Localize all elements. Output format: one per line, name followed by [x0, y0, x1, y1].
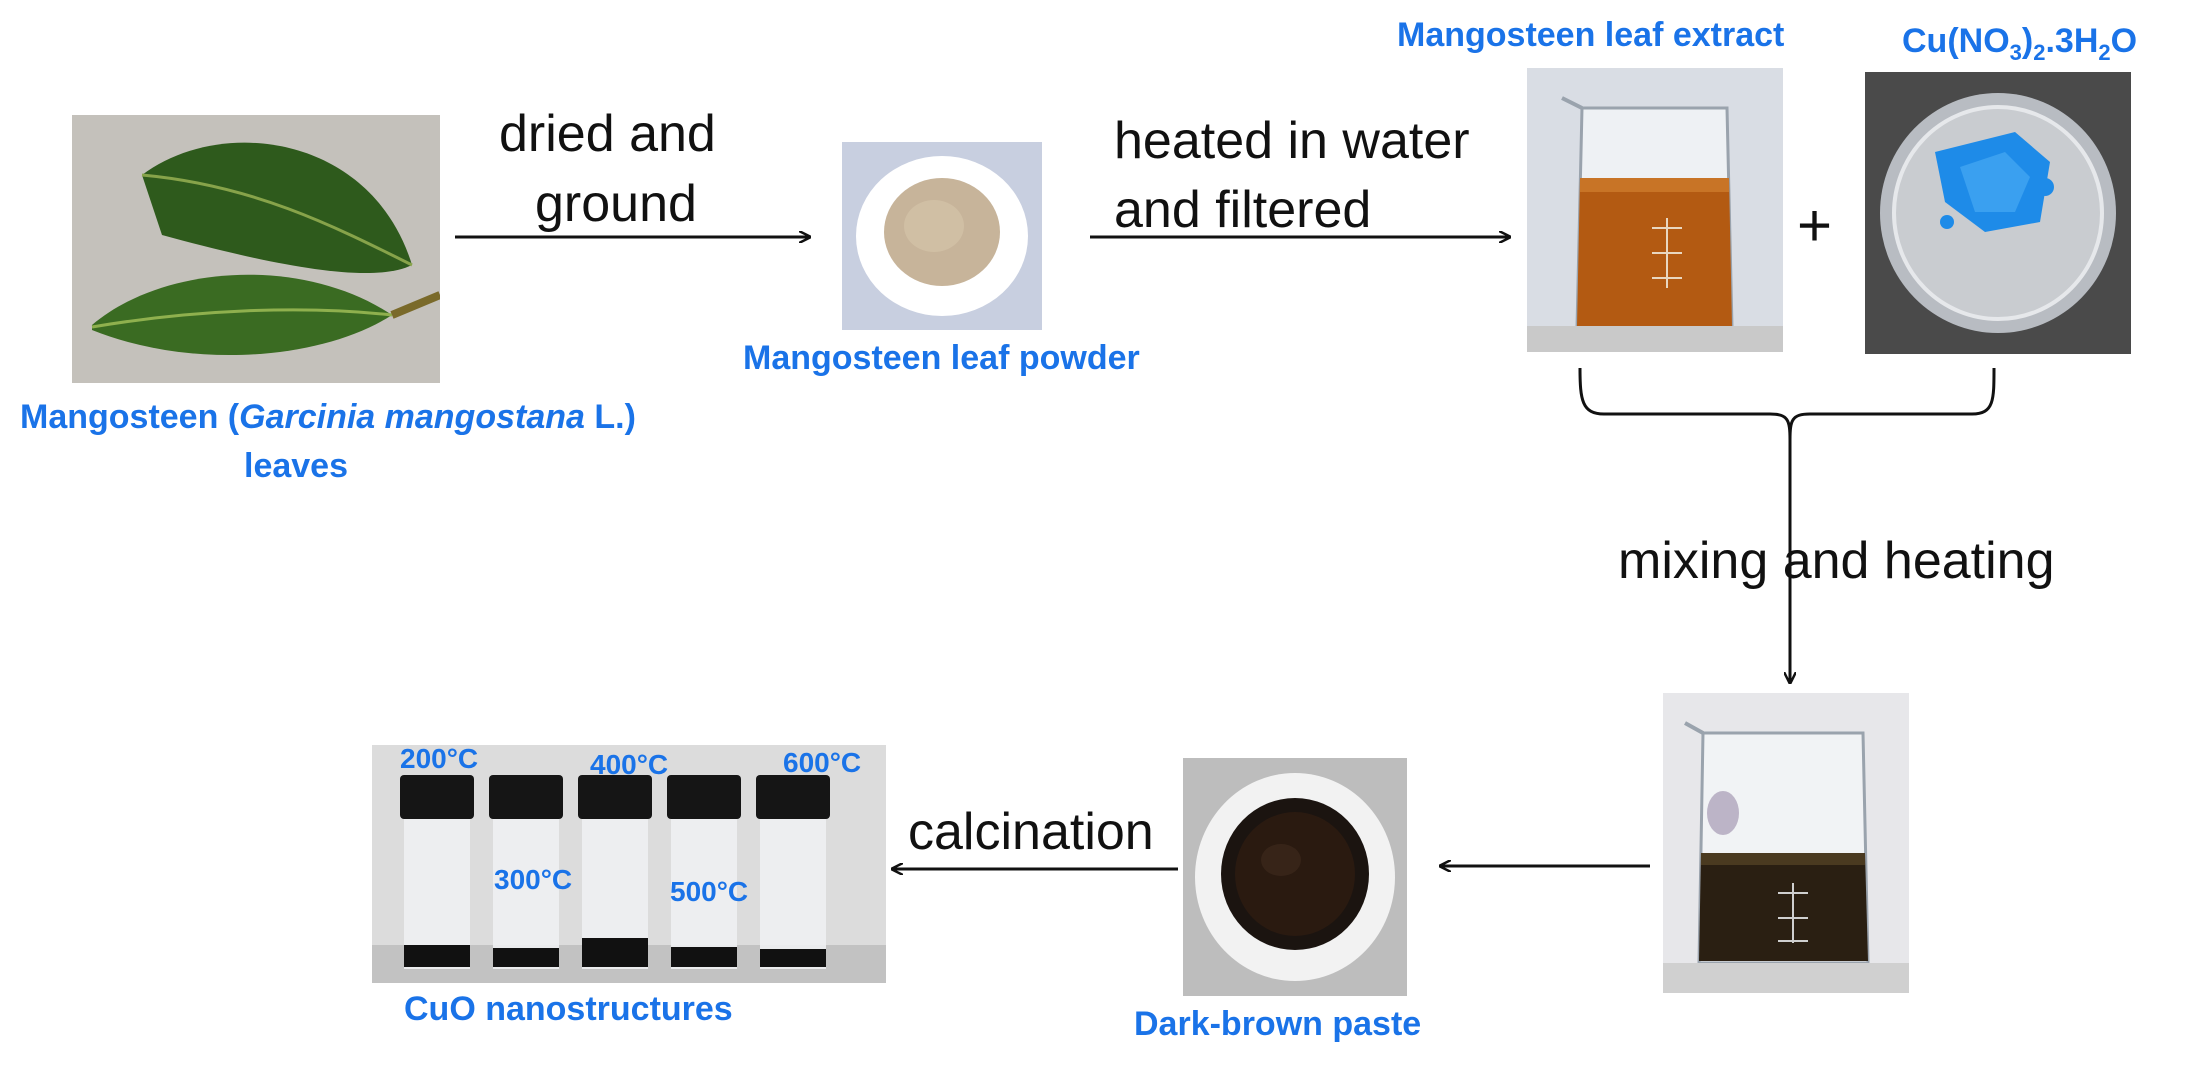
mangosteen-leaves-photo — [72, 115, 440, 383]
temp-label-600: 600°C — [783, 747, 862, 778]
step-mixing: mixing and heating — [1618, 532, 2055, 590]
label-leaf-powder: Mangosteen leaf powder — [743, 339, 1140, 377]
label-leaves-species: Garcinia mangostana — [239, 398, 585, 436]
plus-sign: + — [1797, 192, 1833, 259]
leaf-powder-photo — [842, 142, 1042, 330]
cu-sub2: 2 — [2033, 39, 2046, 65]
cu-sub1: 3 — [2009, 39, 2022, 65]
cuo-vials-photo — [372, 745, 886, 983]
mixed-solution-photo — [1663, 693, 1909, 993]
cu-end: .3H — [2045, 22, 2099, 60]
label-leaves: Mangosteen (Garcinia mangostana L.) — [20, 398, 636, 437]
label-cuo: CuO nanostructures — [404, 990, 733, 1028]
label-leaf-extract: Mangosteen leaf extract — [1397, 16, 1785, 54]
temp-label-500: 500°C — [670, 876, 749, 907]
dark-paste-photo — [1183, 758, 1407, 996]
cu-o: O — [2110, 22, 2138, 60]
merge-bracket — [1578, 367, 1996, 441]
label-leaves-line2: leaves — [244, 447, 348, 485]
temp-label-200: 200°C — [400, 743, 479, 774]
cu-mid: ) — [2021, 22, 2034, 60]
cu-main: Cu(NO — [1902, 22, 2010, 60]
label-leaves-prefix: Mangosteen ( — [20, 398, 240, 436]
leaf-extract-photo — [1527, 68, 1783, 352]
step-dried-line2: ground — [535, 175, 697, 233]
temp-label-300: 300°C — [494, 864, 573, 895]
temp-label-400: 400°C — [590, 749, 669, 780]
copper-nitrate-photo — [1865, 72, 2131, 354]
label-copper-nitrate: Cu(NO3)2.3H2O — [1902, 22, 2137, 66]
label-leaves-suffix: L.) — [584, 398, 636, 436]
step-dried-line1: dried and — [499, 105, 716, 163]
label-dark-paste: Dark-brown paste — [1134, 1005, 1422, 1043]
step-heated-line2: and filtered — [1114, 181, 1372, 239]
step-heated-line1: heated in water — [1114, 112, 1470, 170]
step-calcination: calcination — [908, 803, 1154, 861]
cu-sub3: 2 — [2098, 39, 2111, 65]
